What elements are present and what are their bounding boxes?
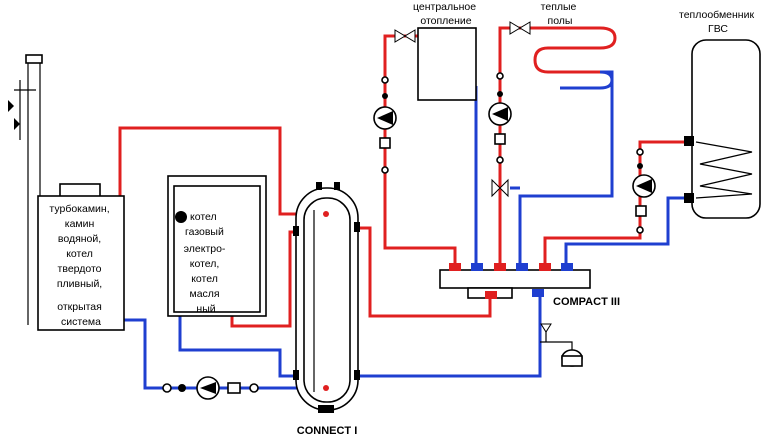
compact-label: COMPACT III — [553, 296, 620, 308]
port-2 — [354, 222, 360, 232]
compact-manifold: COMPACT III — [439, 263, 620, 308]
manifold-body — [439, 269, 591, 289]
wf-ball-valve-icon-2 — [496, 156, 504, 164]
pipe-separator-to-compact — [356, 226, 492, 318]
wf-valve-icon-2 — [519, 21, 531, 35]
radiator — [417, 27, 477, 101]
ch-valve-icon-2 — [404, 29, 416, 43]
nozzle-hot-3 — [539, 263, 551, 271]
dhw-port-top — [684, 136, 694, 146]
expansion-tank — [540, 323, 583, 367]
dhw-heat-exchanger: теплообменник ГВС — [632, 9, 761, 234]
dhw-filter-icon — [635, 205, 647, 217]
dhw-label: теплообменник ГВС — [679, 9, 757, 35]
valve-icon — [8, 100, 14, 112]
nozzle-hot-2 — [494, 263, 506, 271]
solid-fuel-boiler-body — [37, 195, 125, 331]
nozzle-cold-3 — [561, 263, 573, 271]
valve-icon-2 — [14, 118, 20, 130]
connect-label: CONNECT I — [297, 425, 358, 437]
safety-valve-icon — [540, 323, 552, 333]
mixing-valve-icon — [491, 178, 501, 198]
dhw-check-icon — [637, 163, 643, 169]
gas-boiler-label: котел газовый — [185, 211, 224, 238]
floor-coil-supply — [533, 26, 617, 74]
hydraulic-separator: CONNECT I — [293, 182, 360, 437]
gas-boiler-inner — [173, 185, 261, 313]
wf-valve-icon — [509, 21, 521, 35]
dhw-ball-valve-icon — [636, 148, 644, 156]
wf-check-icon — [497, 91, 503, 97]
burner-icon — [175, 211, 187, 223]
manifold-hot-nozzle — [485, 291, 497, 299]
ch-pump-arrow — [377, 111, 393, 125]
tank-lower — [561, 355, 583, 367]
pipe-solidfuel-supply — [118, 126, 326, 216]
solid-fuel-boiler-label: турбокамин, камин водяной, котел твердот… — [49, 203, 112, 328]
pump-arrow — [200, 382, 216, 394]
ch-filter-icon — [379, 137, 391, 149]
manifold-cold-nozzle — [532, 289, 544, 297]
pipe-solidfuel-return — [120, 318, 298, 390]
ch-ball-valve-icon-2 — [381, 166, 389, 174]
ch-ball-valve-icon — [381, 76, 389, 84]
separator-inner — [303, 197, 351, 403]
filter-icon — [178, 384, 186, 392]
pipe-gasboiler-return — [178, 312, 298, 378]
valve-icon — [227, 382, 241, 394]
separator-vent — [316, 182, 322, 190]
dhw-tank — [691, 39, 761, 219]
central-heating-unit: центральное отопление — [373, 1, 479, 174]
port-3 — [293, 370, 299, 380]
return-pipes — [120, 70, 688, 390]
warm-floors-label: теплые полы — [541, 1, 580, 27]
nozzle-hot-1 — [449, 263, 461, 271]
electric-boiler-label: электро- котел, котел масля ный — [184, 243, 229, 315]
warm-floors-unit: теплые полы — [488, 1, 580, 198]
floor-coil-return — [560, 70, 614, 90]
tank-pipe — [540, 341, 573, 352]
pipe-dhw-supply — [543, 140, 688, 266]
check-valve-icon — [162, 383, 172, 393]
separator-drain — [318, 405, 334, 413]
nozzle-cold-2 — [516, 263, 528, 271]
separator-bottom-port — [323, 385, 329, 391]
nozzle-cold-1 — [471, 263, 483, 271]
separator-hot-port — [323, 211, 329, 217]
dhw-ball-valve-icon-2 — [636, 226, 644, 234]
gas-boiler: котел газовый электро- котел, котел масл… — [167, 175, 267, 317]
mixing-valve-icon-2 — [499, 178, 509, 198]
wf-pump-arrow — [492, 107, 508, 121]
wf-ball-valve-icon — [496, 72, 504, 80]
dhw-coil — [695, 141, 753, 199]
pipe-warm-floors-return — [518, 70, 614, 266]
ch-check-icon — [382, 93, 388, 99]
chimney-cap — [25, 54, 43, 64]
solid-fuel-boiler: турбокамин, камин водяной, котел твердот… — [8, 54, 125, 331]
dhw-pump-arrow — [636, 179, 652, 193]
dhw-port-bottom — [684, 193, 694, 203]
solidfuel-return-pump-group — [162, 376, 259, 400]
pipe-dhw-return — [564, 196, 688, 266]
ball-valve-icon — [249, 383, 259, 393]
separator-vent-2 — [334, 182, 340, 190]
central-heating-label: центральное отопление — [413, 1, 479, 27]
wf-filter-icon — [494, 133, 506, 145]
port-4 — [354, 370, 360, 380]
pipe-separator-return — [356, 292, 542, 378]
port-1 — [293, 226, 299, 236]
ch-valve-icon — [394, 29, 406, 43]
